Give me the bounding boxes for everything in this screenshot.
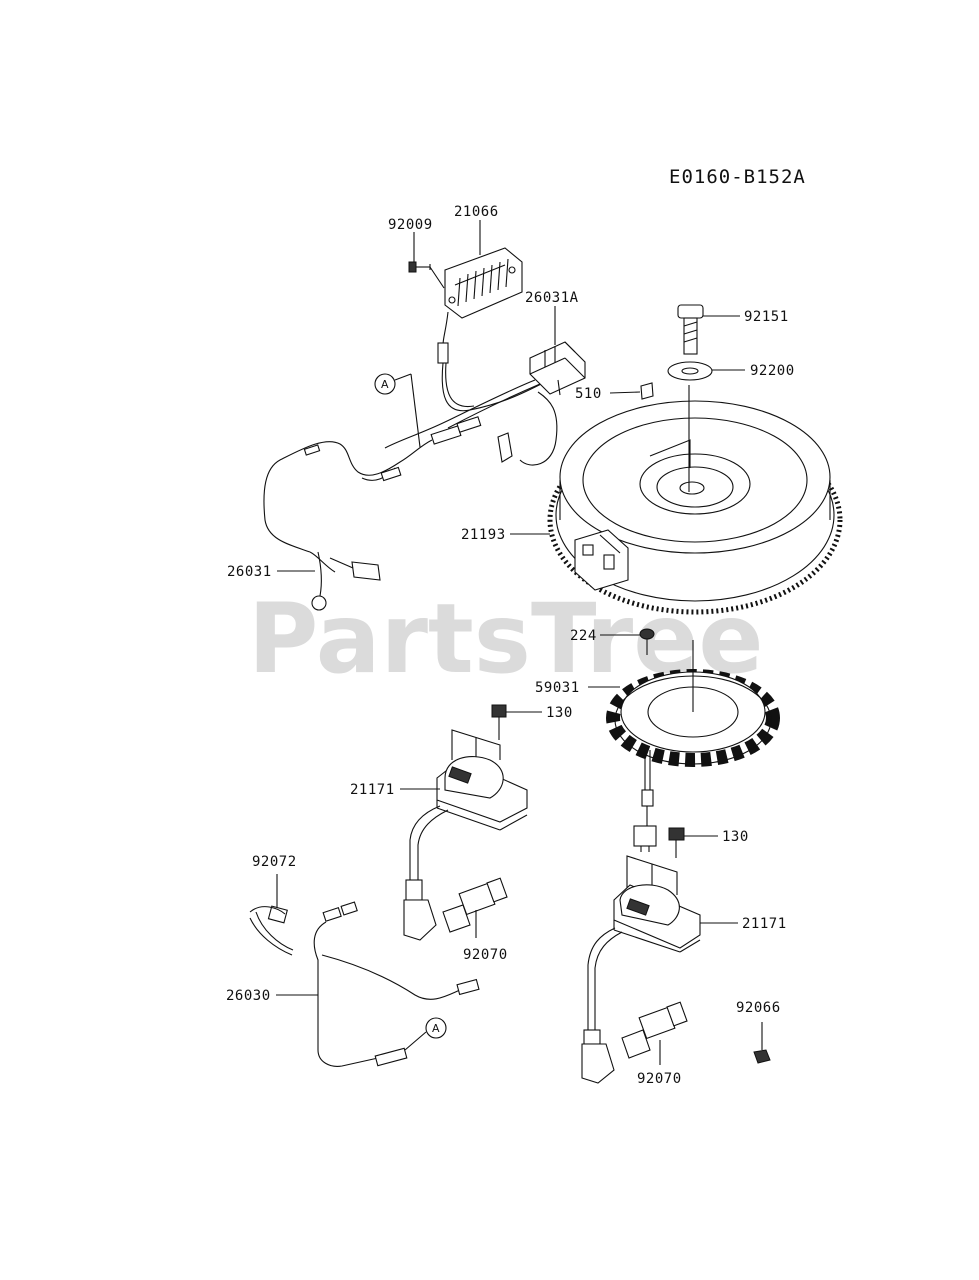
part-label-224: 224 — [570, 628, 597, 644]
clip-92072-drawing — [249, 874, 294, 956]
bolt-92009-drawing — [408, 261, 445, 289]
part-label-510: 510 — [575, 386, 602, 402]
part-label-92070-left: 92070 — [463, 947, 508, 963]
svg-text:A: A — [381, 378, 389, 391]
part-label-92151: 92151 — [744, 309, 789, 325]
part-label-130-right: 130 — [722, 829, 749, 845]
regulator-21066-drawing — [437, 247, 546, 412]
harness-26031-drawing — [263, 416, 482, 611]
screw-130a-drawing — [491, 704, 507, 740]
washer-92200-drawing — [667, 361, 713, 381]
flywheel-21193-drawing — [547, 385, 843, 615]
part-label-21171-left: 21171 — [350, 782, 395, 798]
part-label-92070-right: 92070 — [637, 1071, 682, 1087]
part-label-21066: 21066 — [454, 204, 499, 220]
part-label-21171-right: 21171 — [742, 916, 787, 932]
part-label-59031: 59031 — [535, 680, 580, 696]
part-label-92066: 92066 — [736, 1000, 781, 1016]
lead-wire-26030-drawing — [313, 901, 480, 1067]
ignition-coil-21171a-drawing — [403, 729, 528, 941]
part-label-92200: 92200 — [750, 363, 795, 379]
part-label-26031: 26031 — [227, 564, 272, 580]
spark-plug-92070b-drawing — [621, 1001, 688, 1065]
part-label-92009: 92009 — [388, 217, 433, 233]
screw-130b-drawing — [668, 827, 685, 858]
leader-lines — [276, 220, 745, 996]
connector-marker-a-bottom: A — [404, 1017, 447, 1051]
svg-text:A: A — [432, 1022, 440, 1035]
spark-plug-92070a-drawing — [442, 877, 508, 938]
part-label-21193: 21193 — [461, 527, 506, 543]
part-label-130-left: 130 — [546, 705, 573, 721]
bolt-92151-drawing — [677, 304, 704, 355]
stator-59031-drawing — [606, 640, 780, 852]
screw-224-drawing — [639, 628, 655, 655]
part-label-26030: 26030 — [226, 988, 271, 1004]
diagram-reference-code: E0160-B152A — [669, 166, 806, 188]
connector-marker-a-top: A — [374, 373, 421, 448]
nut-92066-drawing — [753, 1022, 771, 1064]
key-510-drawing — [640, 382, 654, 400]
ignition-coil-21171b-drawing — [581, 855, 701, 1084]
part-label-26031a: 26031A — [525, 290, 579, 306]
connector-26031a-drawing — [384, 341, 586, 466]
part-label-92072: 92072 — [252, 854, 297, 870]
